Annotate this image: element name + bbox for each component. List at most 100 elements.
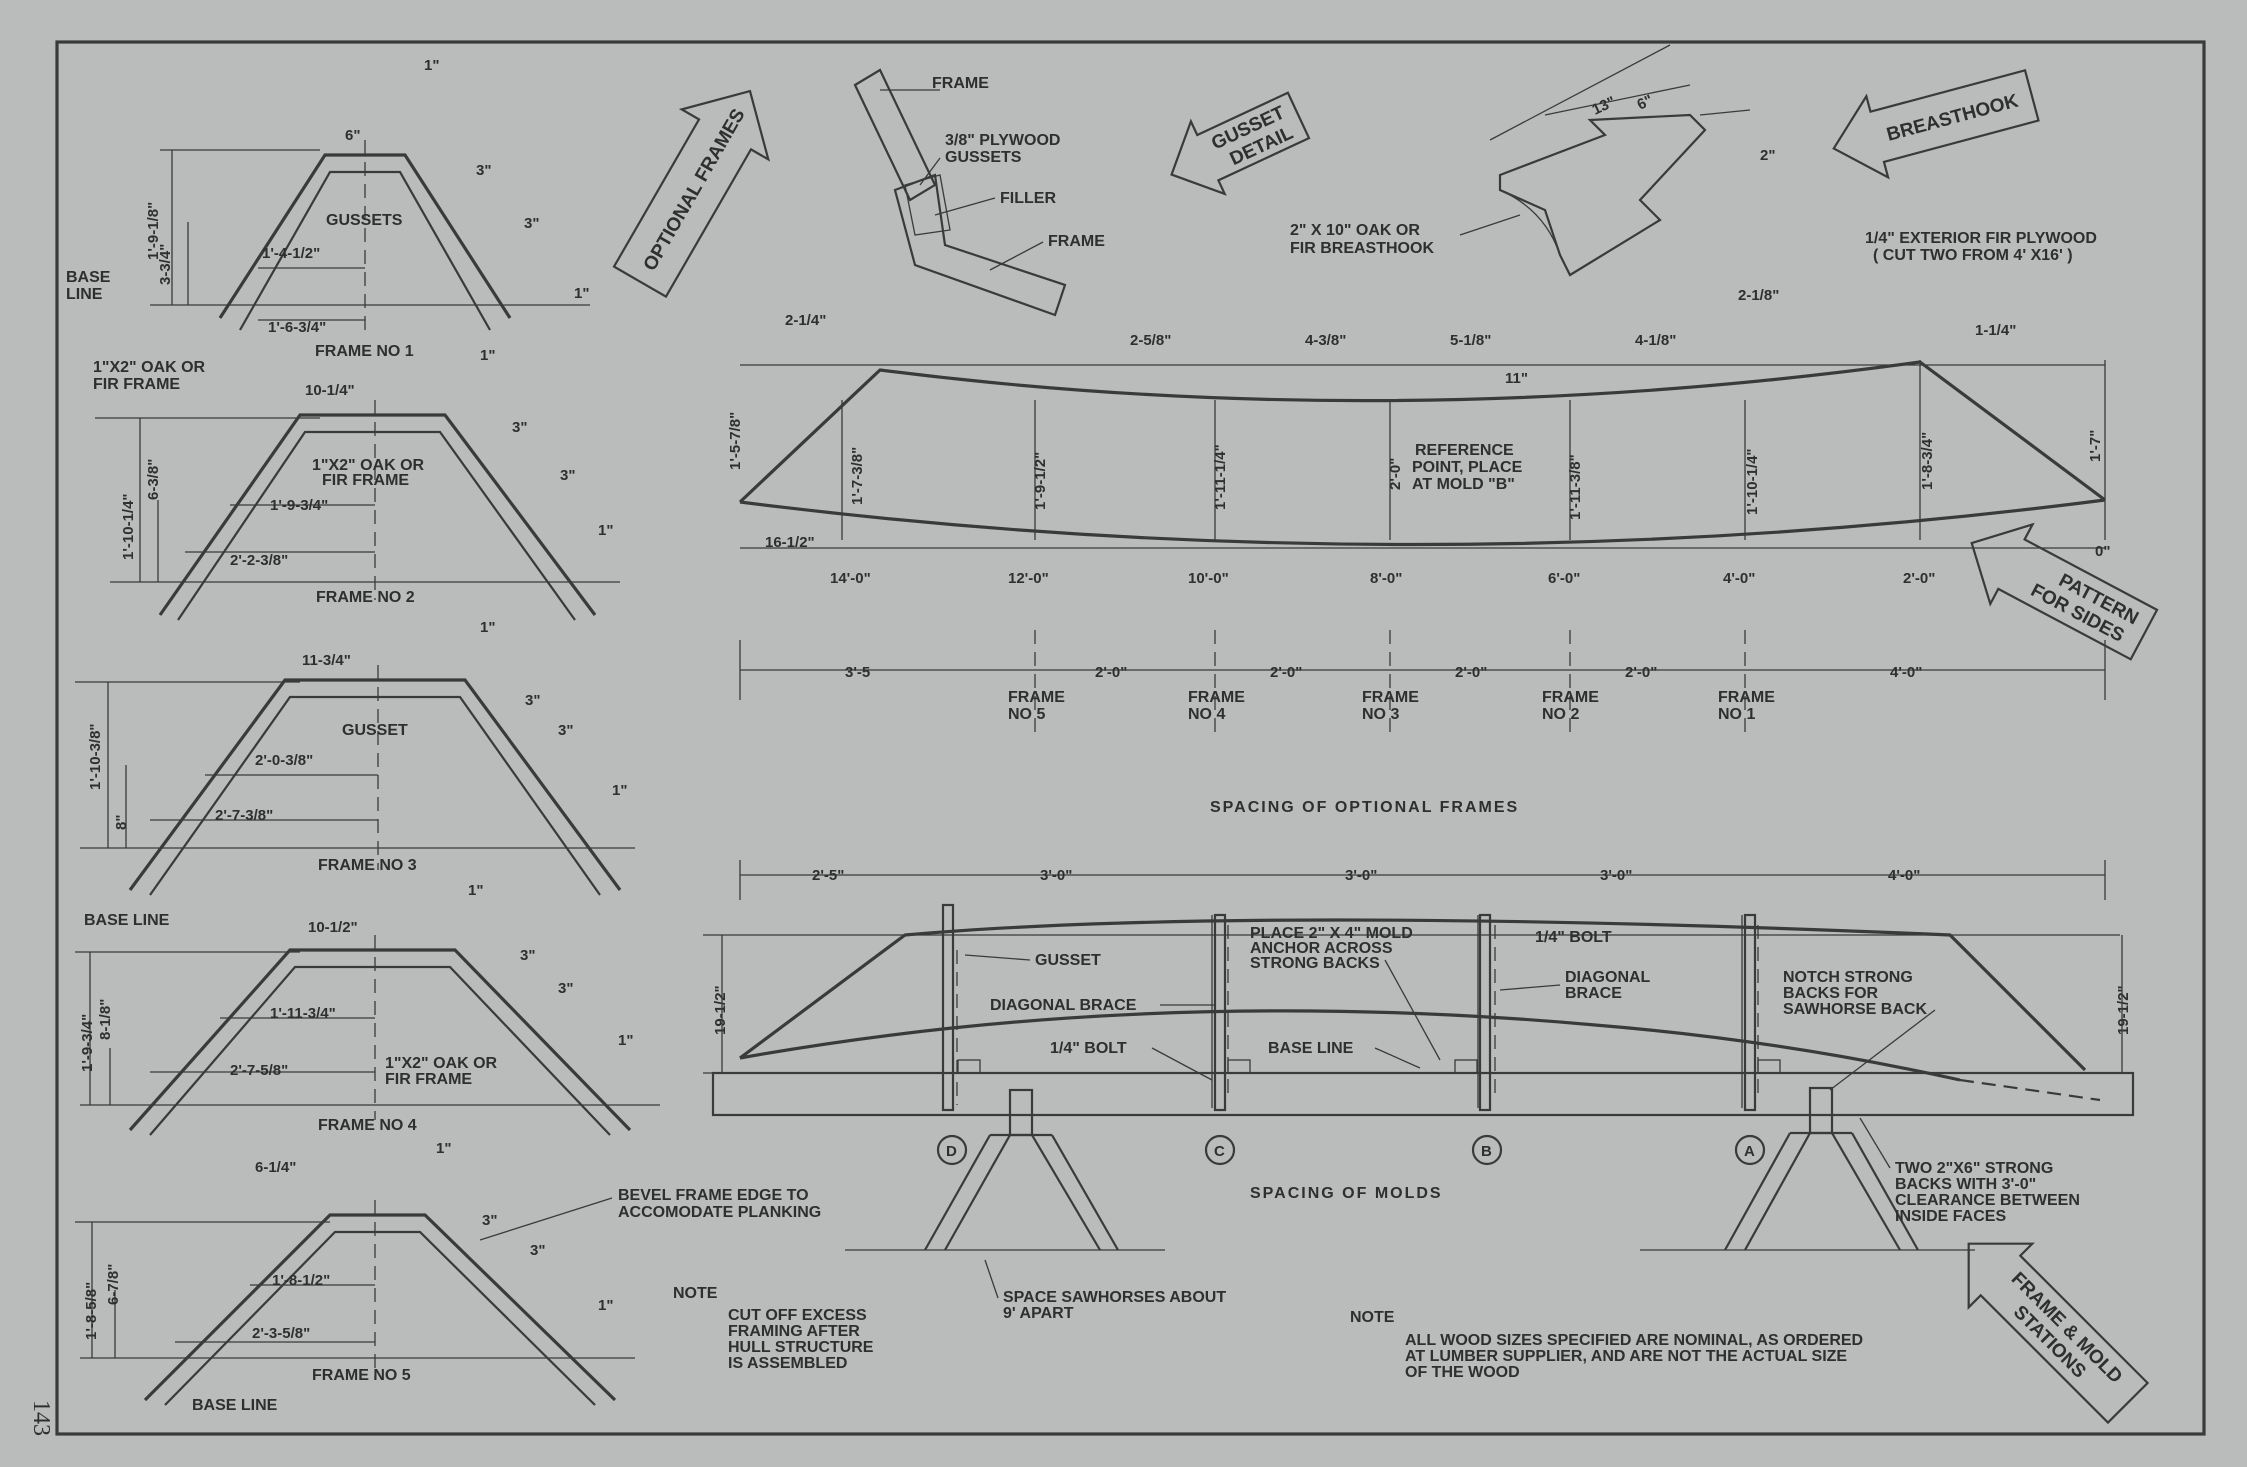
mold-place-label-3: STRONG BACKS — [1250, 955, 1380, 972]
breasthook-label-2: FIR BREASTHOOK — [1290, 240, 1434, 257]
gusset-frame-bottom-label: FRAME — [1048, 233, 1105, 250]
side-height-4: 2'-0" — [1387, 458, 1404, 490]
frame-no-1: 6" 1'-9-1/8" 3-3/4" 1'-4-1/2" 1'-6-3/4" … — [66, 57, 590, 360]
frame-1-height-dim: 1'-9-1/8" — [145, 202, 162, 260]
frame-2-note-1a: 1"X2" OAK OR — [93, 359, 206, 376]
opt-frame-4-a: FRAME — [1188, 689, 1245, 706]
station-0: 0" — [2095, 543, 2110, 560]
mold-dim-2: 3'-0" — [1040, 867, 1072, 884]
side-top-offset-3: 4-3/8" — [1305, 332, 1346, 349]
note-left-line-1: CUT OFF EXCESS — [728, 1307, 867, 1324]
mold-height-left: 19-1/2" — [712, 985, 729, 1035]
note-right-head: NOTE — [1350, 1309, 1395, 1326]
mold-gusset-label: GUSSET — [1035, 952, 1101, 969]
breasthook-dim-2: 2" — [1760, 147, 1775, 164]
opt-frame-4-b: NO 4 — [1188, 706, 1225, 723]
mold-notch-label-2: BACKS FOR — [1783, 985, 1879, 1002]
frame-4-note-a: 1"X2" OAK OR — [385, 1055, 498, 1072]
mold-letter-b: B — [1481, 1143, 1492, 1160]
note-left-line-4: IS ASSEMBLED — [728, 1355, 847, 1372]
station-8: 8'-0" — [1370, 570, 1402, 587]
ref-point-label-3: AT MOLD "B" — [1412, 476, 1515, 493]
frame-5-baseline-label: BASE LINE — [192, 1397, 278, 1414]
frame-4-t4: 1" — [618, 1032, 633, 1049]
frame-2-half1-dim: 1'-9-3/4" — [270, 497, 328, 514]
frame-5-t4: 1" — [598, 1297, 613, 1314]
strong-backs-label-3: CLEARANCE BETWEEN — [1895, 1192, 2080, 1209]
side-top-offset-6: 2-1/8" — [1738, 287, 1779, 304]
frame-2-t4: 1" — [598, 522, 613, 539]
breasthook-label-1: 2" X 10" OAK OR — [1290, 222, 1420, 239]
plywood-label-1: 1/4" EXTERIOR FIR PLYWOOD — [1865, 230, 2097, 247]
drawing-border — [55, 40, 2206, 1436]
frame-1-inner-dim: 3-3/4" — [157, 244, 174, 285]
side-height-0: 1'-5-7/8" — [727, 412, 744, 470]
frames-column: 6" 1'-9-1/8" 3-3/4" 1'-4-1/2" 1'-6-3/4" … — [66, 57, 660, 1414]
frame-4-title: FRAME NO 4 — [318, 1117, 417, 1134]
opt-dim-3: 2'-0" — [1270, 664, 1302, 681]
gusset-detail-arrow: GUSSET DETAIL — [1170, 91, 1311, 196]
bevel-label-1: BEVEL FRAME EDGE TO — [618, 1187, 809, 1204]
strong-backs-label-4: INSIDE FACES — [1895, 1208, 2006, 1225]
side-height-1: 1'-7-3/8" — [849, 447, 866, 505]
frame-2-note-2a: 1"X2" OAK OR — [312, 457, 425, 474]
breasthook-drawing: 13" 6" 2" 2" X 10" OAK OR FIR BREASTHOOK — [1290, 44, 1775, 277]
mold-posts — [941, 903, 1781, 1112]
sawhorse-left — [845, 1088, 1165, 1251]
mold-place-label-2: ANCHOR ACROSS — [1250, 940, 1393, 957]
frame-3-baseline-label: BASE LINE — [84, 912, 170, 929]
mold-notch-label-1: NOTCH STRONG — [1783, 969, 1913, 986]
gusset-detail-drawing: FRAME 3/8" PLYWOOD GUSSETS FILLER FRAME — [853, 68, 1105, 317]
frame-1-t2: 3" — [476, 162, 491, 179]
frame-4-inner-dim: 8-1/8" — [97, 999, 114, 1040]
sawhorse-space-label-1: SPACE SAWHORSES ABOUT — [1003, 1289, 1226, 1306]
frame-5-title: FRAME NO 5 — [312, 1367, 411, 1384]
gusset-filler-label: FILLER — [1000, 190, 1056, 207]
note-left-head: NOTE — [673, 1285, 718, 1302]
frame-5-t1: 1" — [436, 1140, 451, 1157]
station-14: 14'-0" — [830, 570, 871, 587]
optional-frames-arrow: OPTIONAL FRAMES — [612, 89, 771, 299]
side-height-3: 1'-11-1/4" — [1212, 444, 1229, 510]
frame-5-half2-dim: 2'-3-5/8" — [252, 1325, 310, 1342]
breasthook-dim-6: 6" — [1635, 92, 1656, 114]
mold-baseline-label: BASE LINE — [1268, 1040, 1354, 1057]
frame-4-note-b: FIR FRAME — [385, 1071, 472, 1088]
side-height-5: 1'-11-3/8" — [1567, 454, 1584, 520]
frame-1-t4: 1" — [574, 285, 589, 302]
sawhorse-right — [1640, 1086, 1975, 1251]
page-number: 143 — [28, 1400, 54, 1436]
side-height-8: 1'-7" — [2087, 430, 2104, 462]
mold-dim-4: 3'-0" — [1600, 867, 1632, 884]
strong-backs-label-1: TWO 2"X6" STRONG — [1895, 1160, 2053, 1177]
opt-frame-5-a: FRAME — [1008, 689, 1065, 706]
frame-3-inner-dim: 8" — [113, 815, 130, 830]
mold-diag-label-1: DIAGONAL — [1565, 969, 1651, 986]
frame-4-t3: 3" — [558, 980, 573, 997]
frame-1-half1-dim: 1'-4-1/2" — [262, 245, 320, 262]
frame-4-half1-dim: 1'-11-3/4" — [270, 1005, 336, 1022]
breasthook-arrow: BREASTHOOK — [1832, 68, 2040, 180]
frame-5-height-dim: 1'-8-5/8" — [83, 1282, 100, 1340]
frame-4-top-dim: 10-1/2" — [308, 919, 358, 936]
breasthook-dim-13: 13" — [1590, 93, 1619, 118]
side-height-2: 1'-9-1/2" — [1032, 452, 1049, 510]
mold-letters: D C B A — [936, 1134, 1766, 1166]
mold-height-right: 19-1/2" — [2115, 985, 2132, 1035]
frame-1-t1: 1" — [424, 57, 439, 74]
strong-backs-label-2: BACKS WITH 3'-0" — [1895, 1176, 2036, 1193]
frame-3-top-dim: 11-3/4" — [302, 652, 351, 669]
side-height-6: 1'-10-1/4" — [1744, 448, 1761, 515]
frame-1-title: FRAME NO 1 — [315, 343, 414, 360]
frame-5-top-dim: 6-1/4" — [255, 1159, 296, 1176]
frame-2-height-dim: 1'-10-1/4" — [120, 493, 137, 560]
frame-2-inner-dim: 6-3/8" — [145, 459, 162, 500]
opt-frame-5-b: NO 5 — [1008, 706, 1045, 723]
note-right-line-2: AT LUMBER SUPPLIER, AND ARE NOT THE ACTU… — [1405, 1348, 1847, 1365]
mold-letter-d: D — [946, 1143, 957, 1160]
frame-4-t2: 3" — [520, 947, 535, 964]
note-left-line-3: HULL STRUCTURE — [728, 1339, 874, 1356]
mold-place-label-1: PLACE 2" X 4" MOLD — [1250, 925, 1413, 942]
mold-notch-label-3: SAWHORSE BACK — [1783, 1001, 1927, 1018]
